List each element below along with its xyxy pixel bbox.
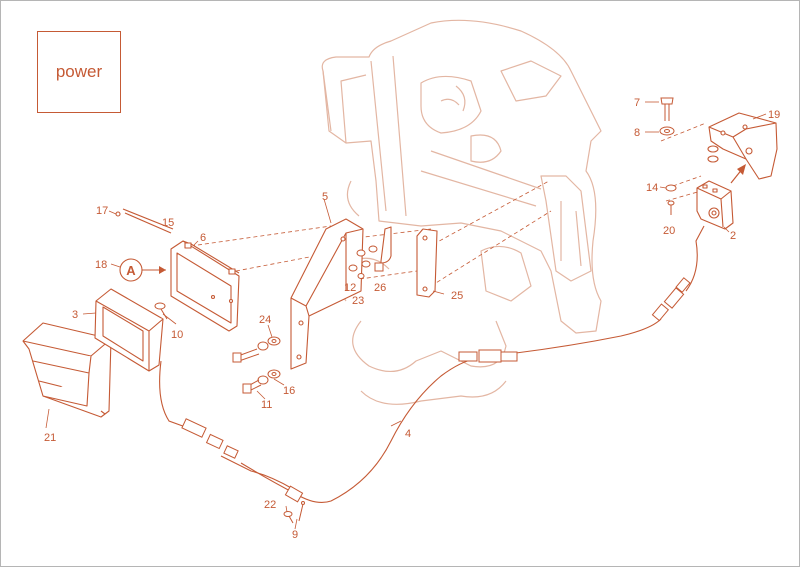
label-part-26: 26 [374, 282, 386, 294]
label-part-4: 4 [405, 428, 411, 440]
bolt-7-washer-8 [659, 97, 675, 136]
label-part-5: 5 [322, 191, 328, 203]
label-part-10: 10 [171, 329, 183, 341]
monitor-part [94, 288, 164, 372]
assembly-arrowhead [737, 164, 746, 175]
camera-bracket-part [707, 112, 778, 180]
bolts-and-washers [232, 336, 281, 394]
label-part-11: 11 [261, 399, 272, 411]
label-part-3: 3 [72, 309, 78, 321]
label-part-18: 18 [95, 259, 107, 271]
label-part-14: 14 [646, 182, 658, 194]
alignment-lines [190, 122, 707, 287]
small-fasteners [348, 245, 384, 279]
label-part-7: 7 [634, 97, 640, 109]
label-part-15: 15 [162, 217, 174, 229]
part-labels: 2 3 4 5 6 7 8 9 10 11 12 14 15 16 17 18 … [44, 97, 780, 541]
title-box: power [37, 31, 121, 113]
label-part-2: 2 [730, 230, 736, 242]
label-part-9: 9 [292, 529, 298, 541]
label-part-12: 12 [344, 282, 356, 294]
label-part-17: 17 [96, 205, 108, 217]
camera-part [696, 180, 734, 230]
label-part-21: 21 [44, 432, 56, 444]
small-screws-bottom [283, 501, 305, 524]
washer-14-screw-20 [665, 184, 677, 215]
leader-lines [45, 101, 767, 530]
label-part-19: 19 [768, 109, 780, 121]
plate-part [416, 228, 438, 298]
sun-hood-part [22, 322, 112, 418]
machine-outline [321, 19, 602, 405]
label-part-16: 16 [283, 385, 295, 397]
label-part-8: 8 [634, 127, 640, 139]
label-part-20: 20 [663, 225, 675, 237]
harness-connectors [181, 277, 691, 503]
callout-letter: A [126, 263, 136, 278]
label-part-25: 25 [451, 290, 463, 302]
label-part-24: 24 [259, 314, 271, 326]
label-part-22: 22 [264, 499, 276, 511]
title-label: power [55, 62, 103, 81]
mounting-frame-part [170, 240, 240, 332]
screw-10 [154, 302, 168, 320]
bracket-part [290, 218, 392, 370]
label-part-23: 23 [352, 295, 364, 307]
label-part-6: 6 [200, 232, 206, 244]
callout-a: A [119, 258, 166, 282]
